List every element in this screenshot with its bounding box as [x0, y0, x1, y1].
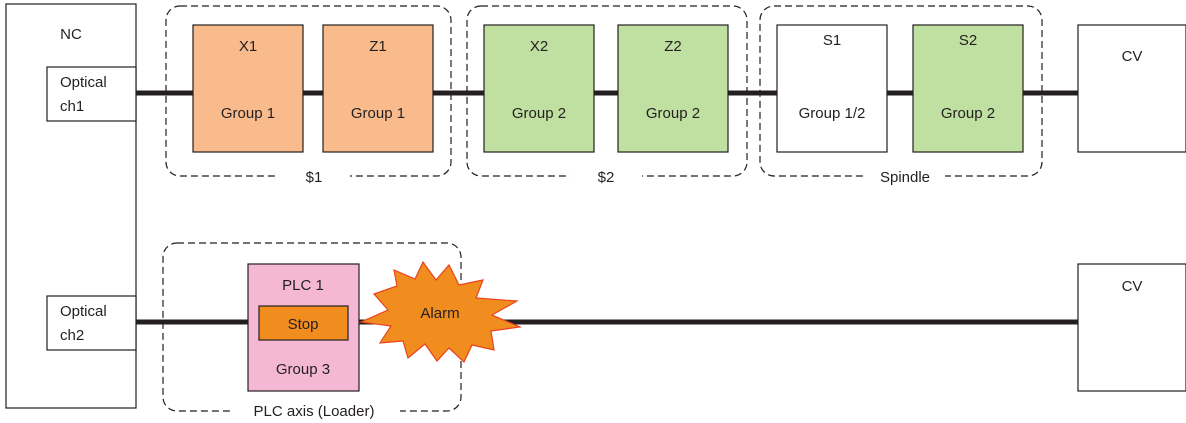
optical-ch2-line2: ch2 [60, 327, 84, 344]
axis-s2-box [912, 24, 1024, 153]
optical-ch2-port [46, 295, 137, 351]
axis-x2-box [483, 24, 595, 153]
cv-unit-bottom [1077, 263, 1186, 392]
axis-s2-name: S2 [959, 32, 977, 49]
axis-z1: Z1 Group 1 [322, 24, 434, 153]
axis-x1: X1 Group 1 [192, 24, 304, 153]
axis-z1-group: Group 1 [351, 105, 405, 122]
nc-label: NC [60, 26, 82, 43]
axis-s1-group: Group 1/2 [799, 105, 866, 122]
system-1-boundary [165, 5, 452, 177]
axis-s1-box [776, 24, 888, 153]
spindle-label: Spindle [880, 169, 930, 186]
axis-s2: S2 Group 2 [912, 24, 1024, 153]
axis-x1-name: X1 [239, 38, 257, 55]
stop-label: Stop [288, 316, 319, 333]
optical-ch1-line1: Optical [60, 74, 107, 91]
plc-axis-unit: PLC 1 Stop Group 3 [247, 263, 360, 392]
alarm-burst-shape [358, 260, 523, 364]
axis-s1: S1 Group 1/2 [776, 24, 888, 153]
stop-indicator [258, 305, 349, 341]
plc-axis-group: Group 3 [276, 361, 330, 378]
system-1-label: $1 [306, 169, 323, 186]
plc-axis-name: PLC 1 [282, 277, 324, 294]
cv-unit-top [1077, 24, 1186, 153]
cv-top-label: CV [1122, 48, 1143, 65]
axis-x1-box [192, 24, 304, 153]
axis-x1-group: Group 1 [221, 105, 275, 122]
alarm-label: Alarm [420, 305, 459, 322]
axis-s1-name: S1 [823, 32, 841, 49]
optical-ch1-line2: ch1 [60, 98, 84, 115]
axis-z1-name: Z1 [369, 38, 387, 55]
alarm-burst: Alarm [358, 260, 523, 364]
axis-z2: Z2 Group 2 [617, 24, 729, 153]
optical-ch1-port [46, 66, 137, 122]
axis-z1-box [322, 24, 434, 153]
axis-x2-group: Group 2 [512, 105, 566, 122]
axis-z2-name: Z2 [664, 38, 682, 55]
axis-z2-box [617, 24, 729, 153]
cv-bottom-label: CV [1122, 278, 1143, 295]
plc-axis-label: PLC axis (Loader) [254, 403, 375, 420]
system-2-label: $2 [598, 169, 615, 186]
axis-s2-group: Group 2 [941, 105, 995, 122]
axis-x2: X2 Group 2 [483, 24, 595, 153]
optical-ch2-line1: Optical [60, 303, 107, 320]
axis-z2-group: Group 2 [646, 105, 700, 122]
axis-x2-name: X2 [530, 38, 548, 55]
